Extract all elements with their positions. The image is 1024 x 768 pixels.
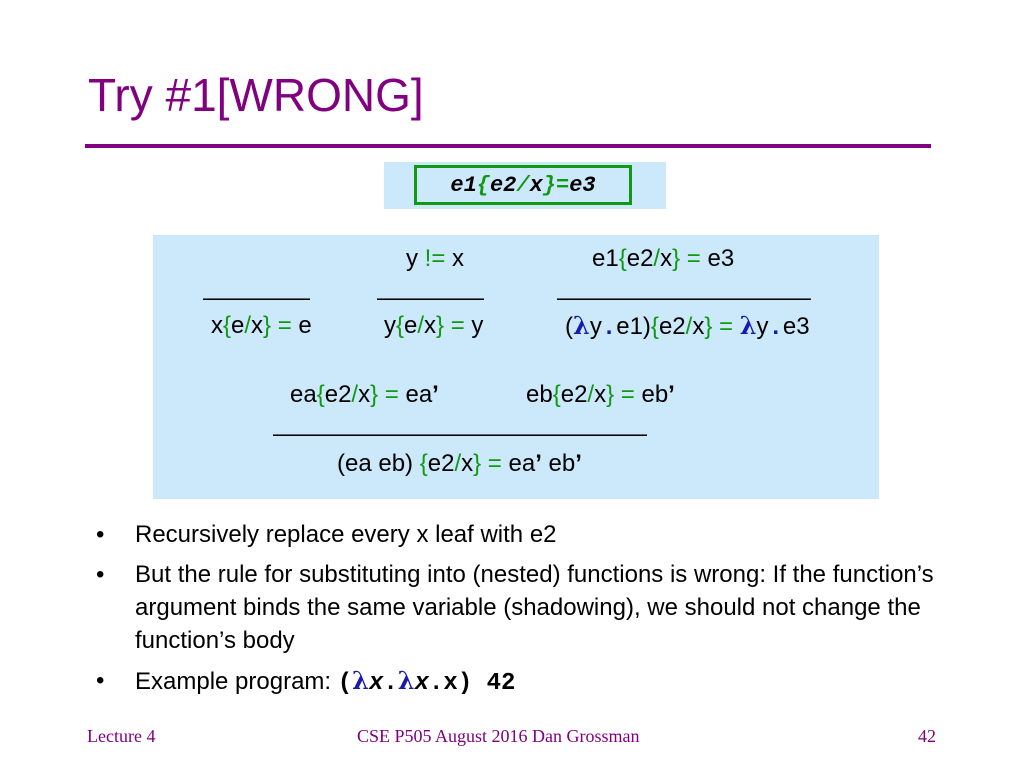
judgment-e1: e1 (450, 172, 477, 198)
rule2-line: ________ (377, 276, 484, 300)
footer-course: CSE P505 August 2016 Dan Grossman (357, 726, 640, 746)
bullet-item: •Example program: (λx.λx.x) 42 (96, 666, 516, 697)
bullet-item: •But the rule for substituting into (nes… (96, 561, 934, 654)
rule3-conclusion: (λy.e1){e2/x} = λy.e3 (565, 311, 810, 343)
judgment-e3: e3 (569, 172, 596, 198)
rule3-premise: e1{e2/x} = e3 (592, 245, 735, 272)
slide-title: Try #1[WRONG] (88, 69, 424, 121)
rule4-line: ____________________________ (273, 412, 647, 436)
judgment-slash: / (516, 172, 530, 198)
rule3-line: ___________________ (557, 276, 811, 300)
inference-rules-panel (153, 235, 879, 499)
rule4-premise-2: eb{e2/x} = eb’ (526, 381, 675, 408)
rule2-premise: y != x (406, 245, 465, 272)
judgment-e2: e2 (489, 172, 517, 198)
judgment-equals: = (556, 172, 570, 198)
bullet-item: •Recursively replace every x leaf with e… (96, 521, 557, 548)
title-underline (85, 144, 931, 148)
rule2-conclusion: y{e/x} = y (384, 312, 484, 339)
judgment-lbrace: { (476, 172, 490, 198)
judgment-x: x (529, 172, 543, 198)
rule4-conclusion: (ea eb) {e2/x} = ea’ eb’ (337, 450, 582, 477)
bullet-list: •Recursively replace every x leaf with e… (92, 518, 972, 707)
example-program-code: (λx.λx.x) 42 (337, 666, 516, 697)
rule1-conclusion: x{e/x} = e (211, 312, 312, 339)
judgment-background (384, 162, 666, 209)
rule4-premise-1: ea{e2/x} = ea’ (290, 381, 439, 408)
footer-lecture: Lecture 4 (87, 726, 156, 746)
judgment-rbrace: } (542, 172, 556, 198)
rule1-line: ________ (203, 276, 310, 300)
footer-page-number: 42 (918, 726, 936, 746)
judgment-form: e1{e2/x} = e3 (414, 165, 632, 205)
